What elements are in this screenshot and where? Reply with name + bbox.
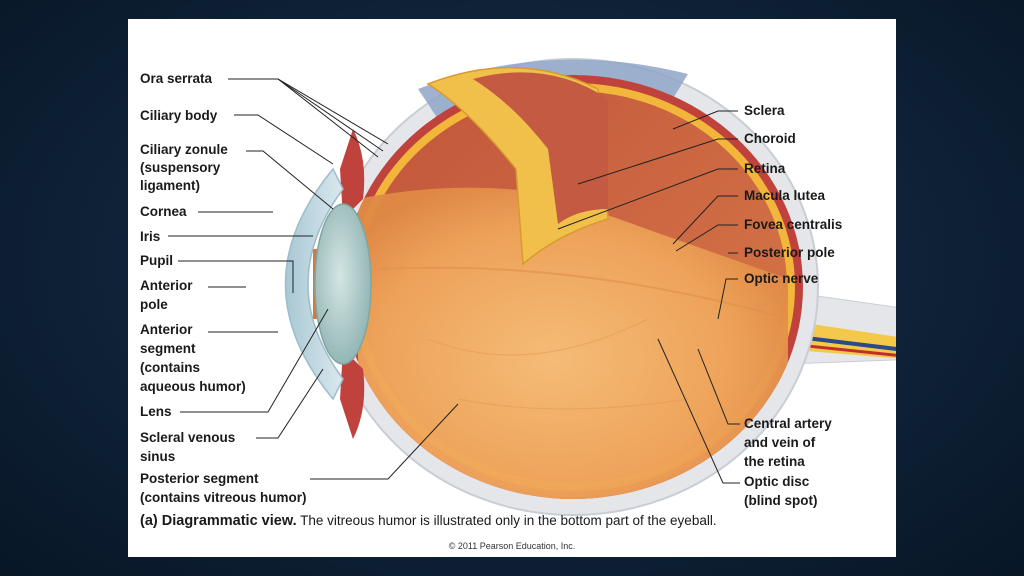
label-central-artery-3: the retina xyxy=(744,454,805,469)
leader-sclera xyxy=(672,110,738,130)
label-optic-nerve: Optic nerve xyxy=(744,271,819,286)
label-central-artery: Central artery xyxy=(744,416,832,431)
label-posterior-segment-2: (contains vitreous humor) xyxy=(140,490,307,505)
leader-central-artery xyxy=(697,348,740,425)
label-ciliary-zonule: Ciliary zonule xyxy=(140,142,228,157)
vitreous-humor xyxy=(358,187,788,499)
leader-ciliary-zonule xyxy=(246,150,334,210)
figure-caption: (a) Diagrammatic view. The vitreous humo… xyxy=(140,513,717,529)
label-scleral-venous-sinus-2: sinus xyxy=(140,449,176,464)
figure-panel: Ora serrata Ciliary body Ciliary zonule … xyxy=(128,19,896,557)
copyright-notice: © 2011 Pearson Education, Inc. xyxy=(448,541,576,551)
leader-optic-disc xyxy=(657,338,740,484)
label-pupil: Pupil xyxy=(140,253,173,268)
leader-ciliary-body xyxy=(234,114,334,165)
leader-pupil xyxy=(178,260,294,293)
leader-lens xyxy=(180,308,329,413)
label-ciliary-zonule-3: ligament) xyxy=(140,178,201,193)
label-anterior-segment-3: (contains xyxy=(140,360,201,375)
label-optic-disc-2: (blind spot) xyxy=(744,493,818,508)
leader-scleral-venous xyxy=(256,368,324,439)
label-posterior-segment: Posterior segment xyxy=(140,471,259,486)
ciliary-body xyxy=(340,129,365,219)
label-anterior-segment: Anterior xyxy=(140,322,193,337)
label-scleral-venous-sinus: Scleral venous xyxy=(140,430,236,445)
label-ciliary-zonule-2: (suspensory xyxy=(140,160,221,175)
label-posterior-pole: Posterior pole xyxy=(744,245,835,260)
label-anterior-pole: Anterior xyxy=(140,278,193,293)
label-fovea-centralis: Fovea centralis xyxy=(744,217,843,232)
leader-choroid xyxy=(577,138,738,185)
leader-fovea xyxy=(675,224,738,252)
leader-ora-serrata xyxy=(228,78,389,145)
leader-macula xyxy=(672,195,738,245)
caption-text: The vitreous humor is illustrated only i… xyxy=(296,513,717,528)
label-anterior-segment-2: segment xyxy=(140,341,196,356)
label-sclera: Sclera xyxy=(744,103,785,118)
label-optic-disc: Optic disc xyxy=(744,474,810,489)
label-central-artery-2: and vein of xyxy=(744,435,816,450)
label-anterior-pole-2: pole xyxy=(140,297,168,312)
leader-retina xyxy=(557,168,738,230)
lens xyxy=(314,203,372,365)
label-ora-serrata: Ora serrata xyxy=(140,71,213,86)
leader-posterior-segment xyxy=(310,403,459,480)
cornea xyxy=(284,167,344,401)
caption-bold: (a) Diagrammatic view. xyxy=(140,513,297,529)
label-ciliary-body: Ciliary body xyxy=(140,108,218,123)
leader-optic-nerve xyxy=(717,278,738,320)
label-choroid: Choroid xyxy=(744,131,796,146)
label-iris: Iris xyxy=(140,229,161,244)
eye-diagram xyxy=(168,58,896,516)
label-anterior-segment-4: aqueous humor) xyxy=(140,379,246,394)
label-macula-lutea: Macula lutea xyxy=(744,188,826,203)
label-cornea: Cornea xyxy=(140,204,187,219)
label-lens: Lens xyxy=(140,404,172,419)
label-retina: Retina xyxy=(744,161,786,176)
